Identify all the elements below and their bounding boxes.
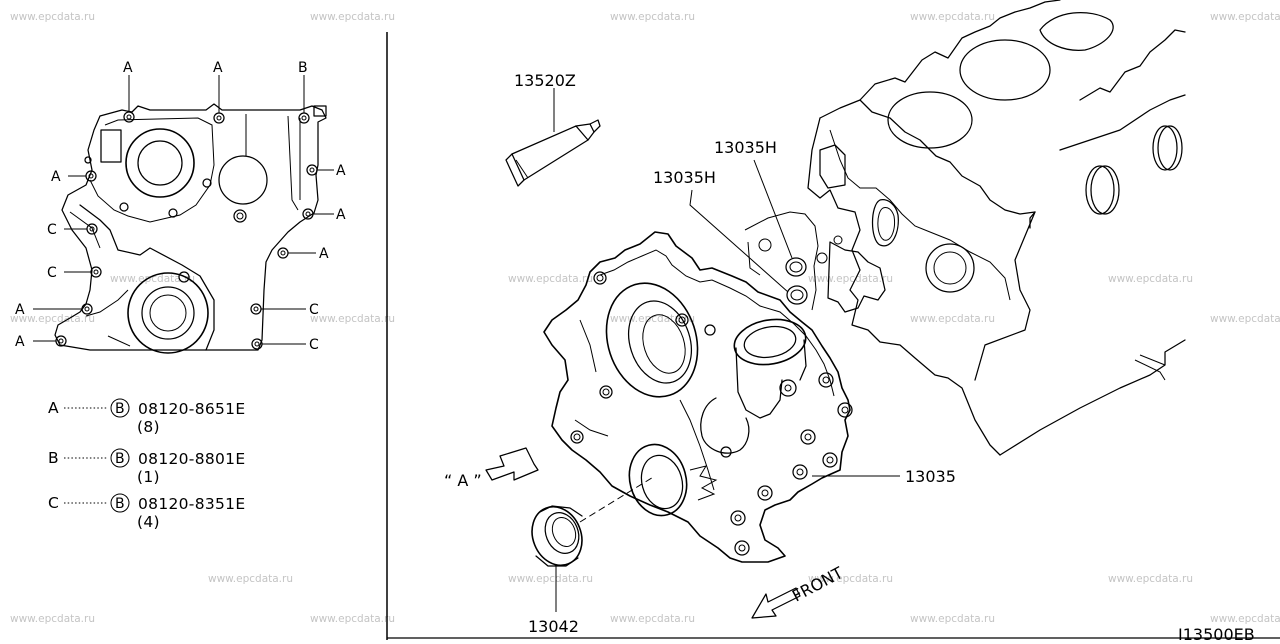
callout-letter-c: C [309, 337, 319, 353]
part-label-sealant: 13520Z [514, 71, 576, 90]
front-label: FRONT [789, 563, 846, 606]
callout-letter-a: A [15, 334, 25, 350]
bolt-marker-letter: B [115, 496, 125, 512]
part-label-oil-seal: 13042 [528, 617, 579, 636]
bolt-marker-letter: B [115, 451, 125, 467]
legend-letter: B [48, 449, 59, 467]
callout-leaders [33, 75, 334, 345]
bolt-quantity: (1) [137, 468, 160, 486]
legend-letter: C [48, 494, 59, 512]
part-label-front-cover: 13035 [905, 467, 956, 486]
diagram-code: J13500EB [1177, 625, 1255, 640]
watermark: www.epcdata.ru [10, 11, 95, 23]
bolt-quantity: (8) [137, 418, 160, 436]
callout-letter-a: A [336, 207, 346, 223]
callout-letter-a: A [51, 169, 61, 185]
part-leaders [555, 159, 900, 612]
view-a-label: “ A ” [444, 471, 482, 490]
watermark: www.epcdata.ru [110, 273, 195, 285]
watermark: www.epcdata.ru [808, 573, 893, 585]
bolt-part-number: 08120-8651E [138, 400, 245, 418]
callout-letter-c: C [47, 265, 57, 281]
callout-letter-c: C [47, 222, 57, 238]
watermark: www.epcdata.ru [808, 273, 893, 285]
part-label-plug-lower: 13035H [653, 168, 716, 187]
watermark: www.epcdata.ru [310, 313, 395, 325]
front-cover-view-a: A A B A A A A C C A A C C [15, 60, 346, 354]
watermark: www.epcdata.ru [310, 613, 395, 625]
watermark: www.epcdata.ru [910, 613, 995, 625]
sealant-tube-part [505, 88, 601, 187]
watermark: www.epcdata.ru [910, 11, 995, 23]
watermark-layer: www.epcdata.ru www.epcdata.ru www.epcdat… [10, 11, 1280, 625]
watermark: www.epcdata.ru [10, 613, 95, 625]
front-cover-part [543, 211, 853, 563]
callout-letter-c: C [309, 302, 319, 318]
watermark: www.epcdata.ru [610, 613, 695, 625]
watermark: www.epcdata.ru [610, 11, 695, 23]
watermark: www.epcdata.ru [1210, 313, 1280, 325]
watermark: www.epcdata.ru [310, 11, 395, 23]
legend-row-c: C B 08120-8351E (4) [48, 493, 245, 531]
watermark: www.epcdata.ru [1108, 273, 1193, 285]
cylinder-block [807, 0, 1186, 456]
watermark: www.epcdata.ru [1210, 613, 1280, 625]
legend-row-a: A B 08120-8651E (8) [48, 398, 245, 436]
front-arrow: FRONT [751, 563, 846, 619]
callout-letter-a: A [15, 302, 25, 318]
watermark: www.epcdata.ru [508, 573, 593, 585]
watermark: www.epcdata.ru [1108, 573, 1193, 585]
part-number-labels: 13520Z 13035H 13035H 13035 13042 J13500E… [514, 71, 1255, 644]
bolt-part-number: 08120-8801E [138, 450, 245, 468]
watermark: www.epcdata.ru [1210, 11, 1280, 23]
callout-letter-a: A [213, 60, 223, 76]
bolt-part-number: 08120-8351E [138, 495, 245, 513]
callout-letter-a: A [336, 163, 346, 179]
legend-row-b: B B 08120-8801E (1) [48, 448, 245, 486]
part-label-plug-upper: 13035H [714, 138, 777, 157]
bolt-marker-icon [110, 493, 130, 513]
watermark: www.epcdata.ru [208, 573, 293, 585]
watermark: www.epcdata.ru [508, 273, 593, 285]
bolt-legend: A B 08120-8651E (8) B B 08120-8801E (1) … [48, 398, 245, 531]
callout-letter-a: A [123, 60, 133, 76]
watermark: www.epcdata.ru [910, 313, 995, 325]
callout-letters: A A B A A A A C C A A C C [15, 60, 346, 353]
callout-letter-b: B [298, 60, 308, 76]
bolt-marker-icon [110, 398, 130, 418]
bolt-quantity: (4) [137, 513, 160, 531]
callout-letter-a: A [319, 246, 329, 262]
view-a-arrow: “ A ” [444, 447, 539, 490]
bolt-marker-icon [110, 448, 130, 468]
legend-letter: A [48, 399, 59, 417]
oil-seal-part [531, 475, 656, 567]
bolt-marker-letter: B [115, 401, 125, 417]
